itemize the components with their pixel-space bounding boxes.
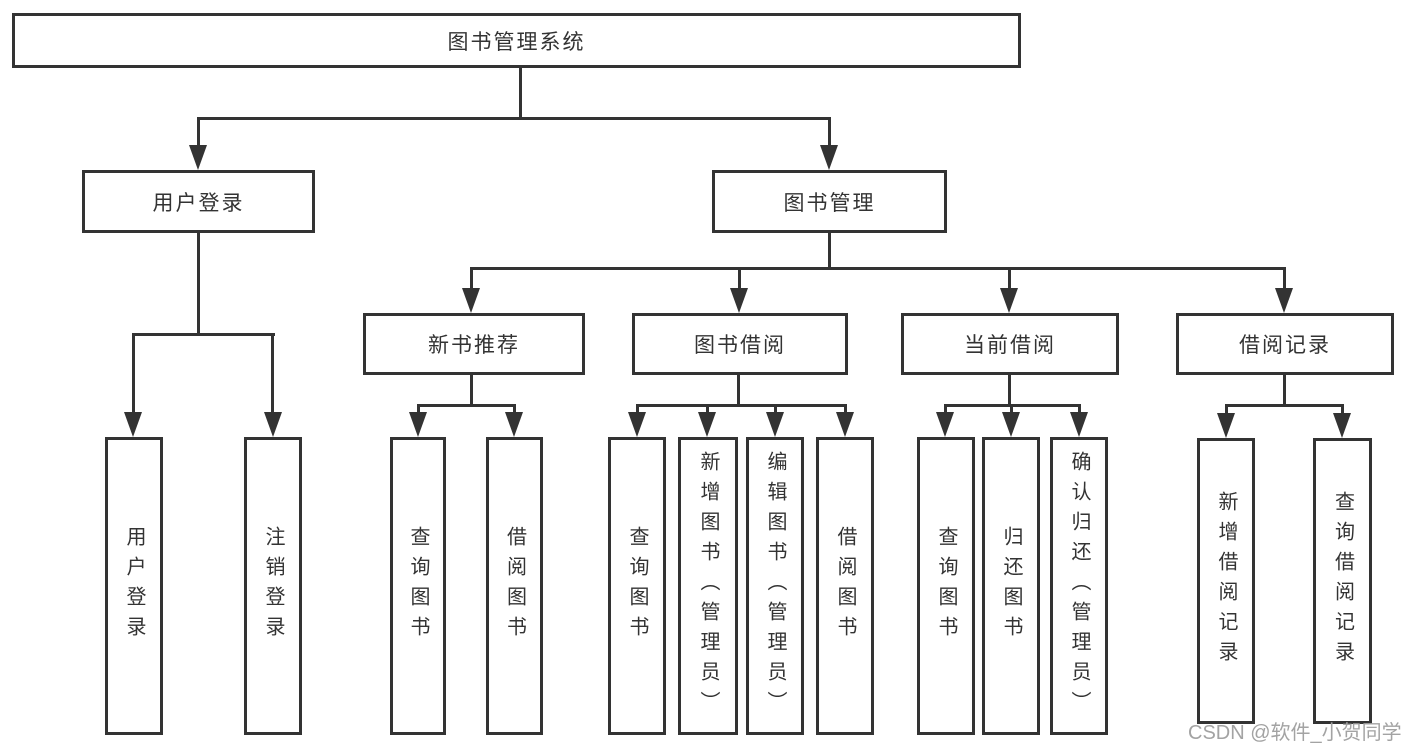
connector-line [417, 404, 516, 407]
arrowhead-down-icon [1070, 412, 1088, 437]
arrowhead-down-icon [264, 412, 282, 437]
connector-line [1078, 404, 1081, 413]
connector-line [737, 375, 740, 407]
connector-line [828, 117, 831, 147]
connector-line [844, 404, 847, 413]
connector-line [470, 267, 1286, 270]
connector-line [828, 233, 831, 270]
connector-line [706, 404, 709, 413]
connector-line [738, 267, 741, 289]
arrowhead-down-icon [698, 412, 716, 437]
arrowhead-down-icon [1217, 413, 1235, 438]
watermark: CSDN @软件_小贺同学 [1188, 722, 1402, 744]
connector-line [519, 66, 522, 120]
arrowhead-down-icon [409, 412, 427, 437]
arrowhead-down-icon [730, 288, 748, 313]
leaf-add-borrow-record: 新增借阅记录 [1197, 438, 1255, 724]
leaf-borrow-books-recommend: 借阅图书 [486, 437, 543, 735]
connector-line [1010, 404, 1013, 413]
connector-line [944, 404, 947, 413]
leaf-edit-books-admin: 编辑图书（管理员） [746, 437, 804, 735]
connector-line [636, 404, 847, 407]
connector-line [271, 333, 274, 413]
arrowhead-down-icon [505, 412, 523, 437]
arrowhead-down-icon [1000, 288, 1018, 313]
arrowhead-down-icon [124, 412, 142, 437]
leaf-query-books-borrowing: 查询图书 [608, 437, 666, 735]
leaf-add-books-admin: 新增图书（管理员） [678, 437, 738, 735]
connector-line [417, 404, 420, 413]
node-book-borrowing: 图书借阅 [632, 313, 848, 375]
connector-line [197, 233, 200, 336]
leaf-query-borrow-record: 查询借阅记录 [1313, 438, 1372, 724]
connector-line [1008, 375, 1011, 407]
connector-line [132, 333, 135, 413]
arrowhead-down-icon [1275, 288, 1293, 313]
connector-line [1008, 267, 1011, 289]
leaf-query-books-recommend: 查询图书 [390, 437, 446, 735]
node-user-login: 用户登录 [82, 170, 315, 233]
connector-line [774, 404, 777, 413]
leaf-user-login: 用户登录 [105, 437, 163, 735]
connector-line [1225, 404, 1344, 407]
leaf-logout: 注销登录 [244, 437, 302, 735]
connector-line [1283, 267, 1286, 289]
arrowhead-down-icon [462, 288, 480, 313]
arrowhead-down-icon [936, 412, 954, 437]
leaf-return-books: 归还图书 [982, 437, 1040, 735]
node-root: 图书管理系统 [12, 13, 1021, 68]
arrowhead-down-icon [1333, 413, 1351, 438]
arrowhead-down-icon [820, 145, 838, 170]
connector-line [1225, 404, 1228, 414]
arrowhead-down-icon [628, 412, 646, 437]
node-new-book-recommend: 新书推荐 [363, 313, 585, 375]
leaf-confirm-return-admin: 确认归还（管理员） [1050, 437, 1108, 735]
connector-line [470, 267, 473, 289]
arrowhead-down-icon [836, 412, 854, 437]
leaf-query-books-current: 查询图书 [917, 437, 975, 735]
connector-line [636, 404, 639, 413]
connector-line [132, 333, 275, 336]
arrowhead-down-icon [766, 412, 784, 437]
arrowhead-down-icon [1002, 412, 1020, 437]
node-current-borrowing: 当前借阅 [901, 313, 1119, 375]
connector-line [513, 404, 516, 413]
arrowhead-down-icon [189, 145, 207, 170]
leaf-borrow-books-borrowing: 借阅图书 [816, 437, 874, 735]
connector-line [197, 117, 200, 147]
connector-line [470, 375, 473, 407]
connector-line [197, 117, 831, 120]
connector-line [1341, 404, 1344, 414]
node-book-management: 图书管理 [712, 170, 947, 233]
node-borrow-records: 借阅记录 [1176, 313, 1394, 375]
connector-line [1283, 375, 1286, 407]
